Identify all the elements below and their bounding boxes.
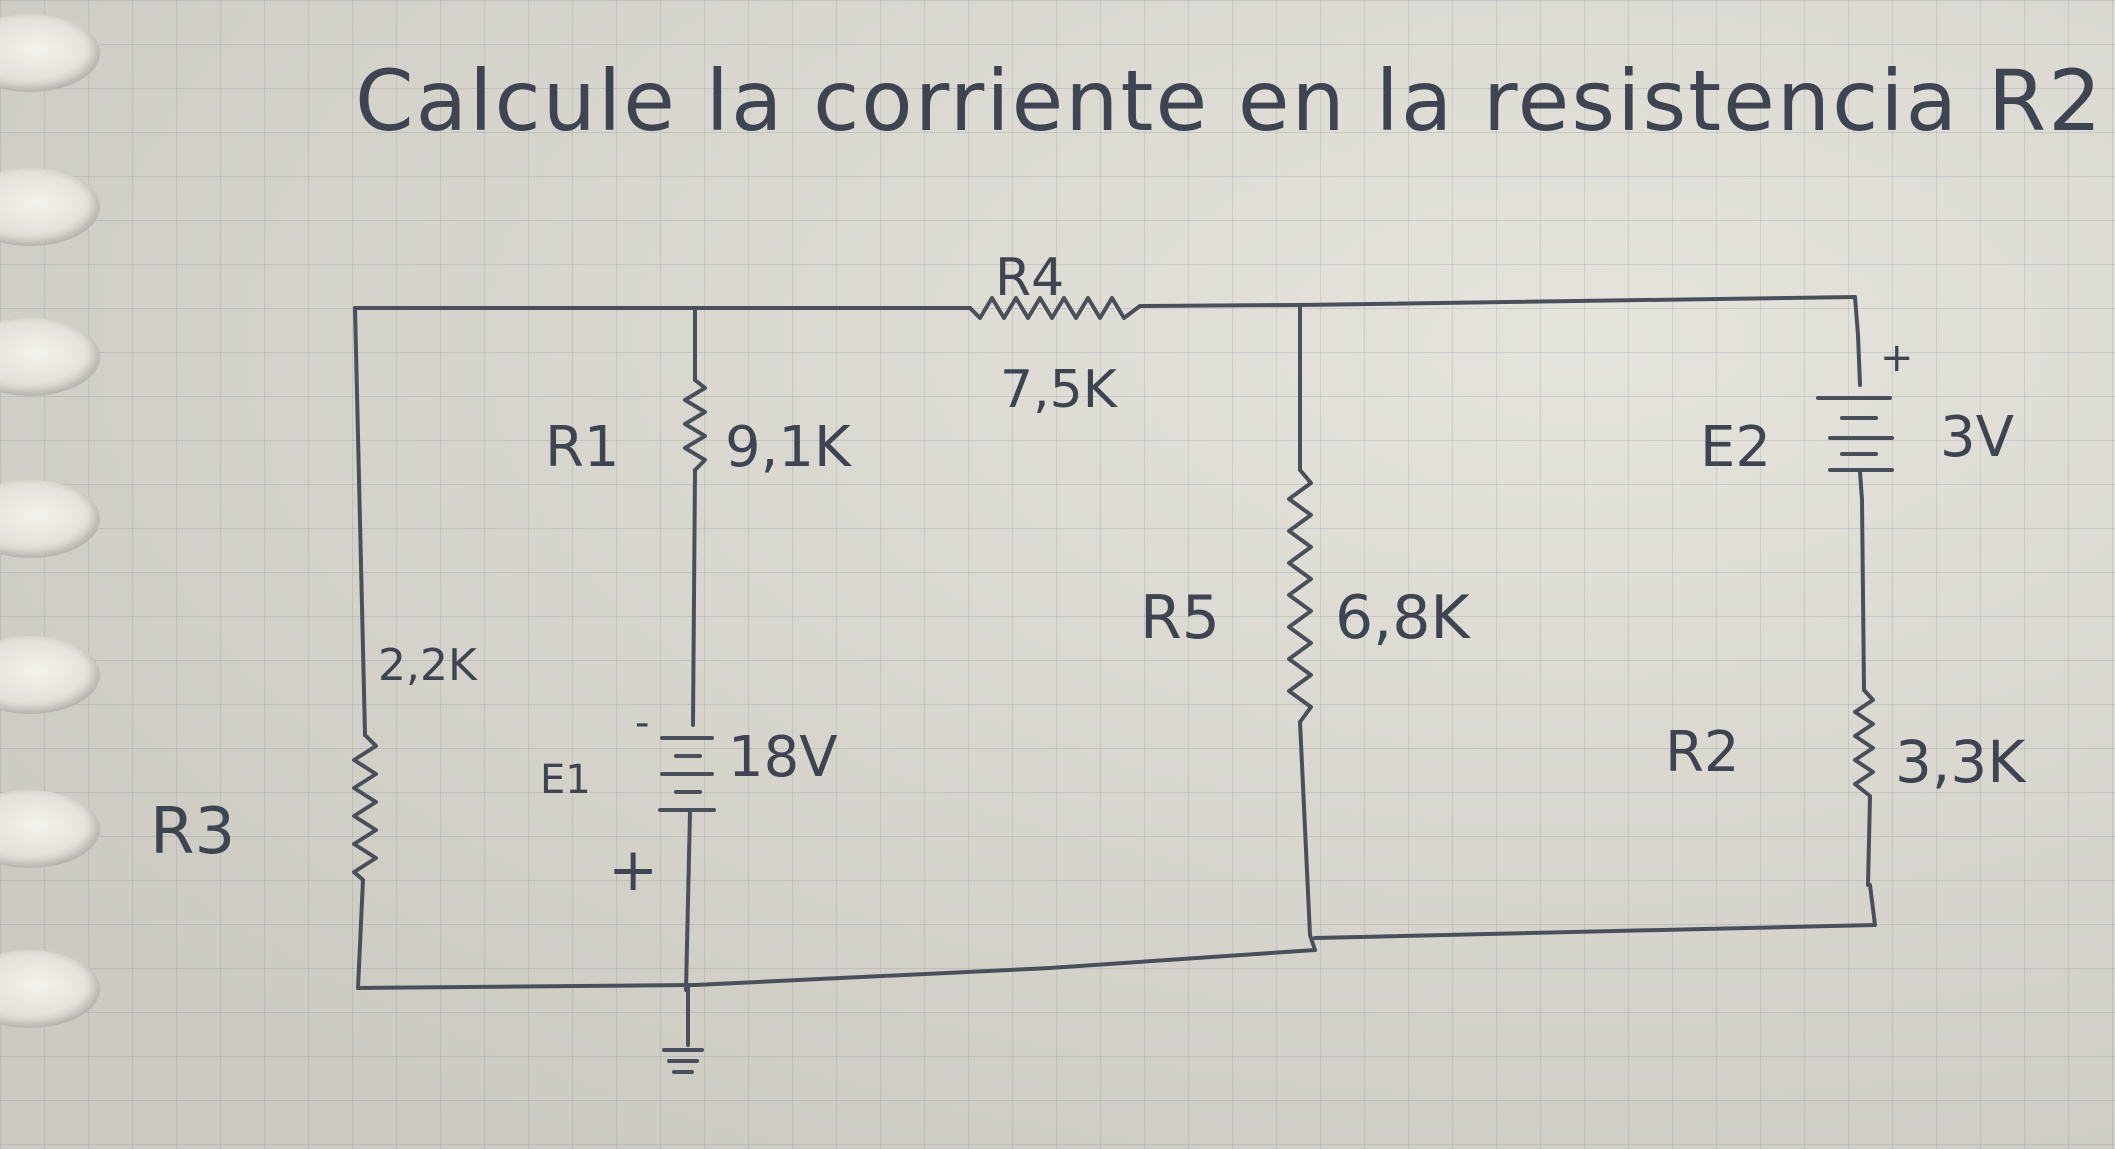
e1-label: E1 [540, 757, 591, 803]
r3-resistor-symbol [352, 733, 378, 882]
e2-label: E2 [1700, 415, 1772, 480]
e1-value: 18V [728, 725, 838, 790]
wire-bottom-left [693, 948, 1317, 987]
wire-bottom-right [1313, 883, 1877, 940]
problem-statement: Calcule la corriente en la resistencia R… [355, 52, 2104, 150]
r5-label: R5 [1140, 583, 1220, 653]
r2-resistor-symbol [1853, 688, 1875, 887]
r2-label: R2 [1665, 720, 1740, 785]
wire-r1-branch [691, 306, 697, 727]
r5-resistor-symbol [1287, 468, 1313, 724]
e1-battery-symbol [658, 736, 716, 992]
e2-value: 3V [1940, 405, 2014, 470]
r1-label: R1 [545, 415, 620, 480]
r4-label: R4 [995, 248, 1065, 308]
r1-value: 9,1K [725, 415, 851, 480]
e1-plus-sign: + [608, 835, 659, 905]
r1-resistor-symbol [683, 378, 707, 472]
r4-value: 7,5K [1000, 360, 1117, 420]
e2-battery-symbol [1816, 333, 1894, 692]
e1-minus-sign: - [635, 700, 650, 746]
e2-plus-sign: + [1880, 335, 1914, 381]
r3-label: R3 [150, 795, 236, 869]
wire-r5-branch [1298, 303, 1317, 952]
wire-top [353, 295, 1860, 337]
r3-value: 2,2K [378, 640, 477, 691]
r2-value: 3,3K [1895, 728, 2026, 796]
wire-left [353, 306, 697, 990]
r4-resistor-symbol [968, 296, 1142, 320]
r5-value: 6,8K [1335, 583, 1470, 653]
ground-icon [662, 983, 704, 1074]
